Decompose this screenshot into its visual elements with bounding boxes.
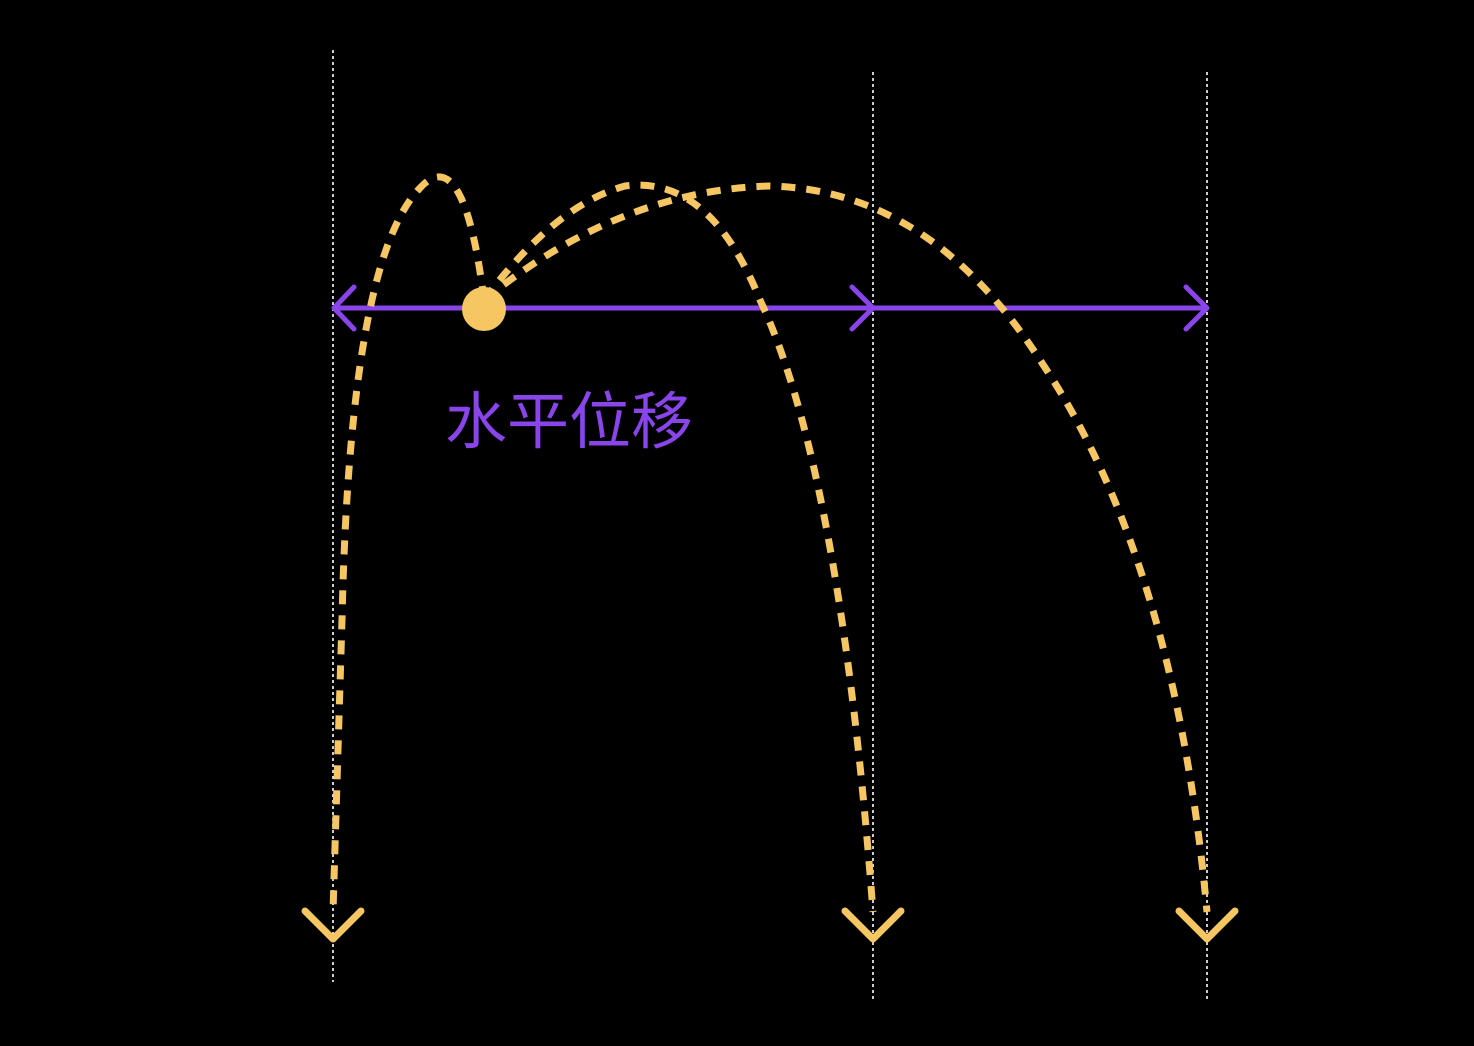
launch-point — [462, 287, 506, 331]
arrowhead-down-right — [1175, 907, 1239, 943]
displacement-label: 水平位移 — [445, 385, 693, 458]
trajectory-left — [329, 173, 488, 913]
landing-arrowheads — [301, 907, 1239, 943]
guide-lines — [332, 50, 1208, 1002]
trajectory-middle — [481, 181, 877, 913]
trajectories — [329, 173, 1211, 913]
trajectory-right — [481, 182, 1211, 913]
arrowhead-down-middle — [841, 907, 905, 943]
arrowhead-middle — [849, 284, 876, 332]
arrowhead-down-left — [301, 907, 365, 943]
arrowhead-left — [331, 284, 357, 332]
arrowhead-right — [1183, 284, 1210, 332]
